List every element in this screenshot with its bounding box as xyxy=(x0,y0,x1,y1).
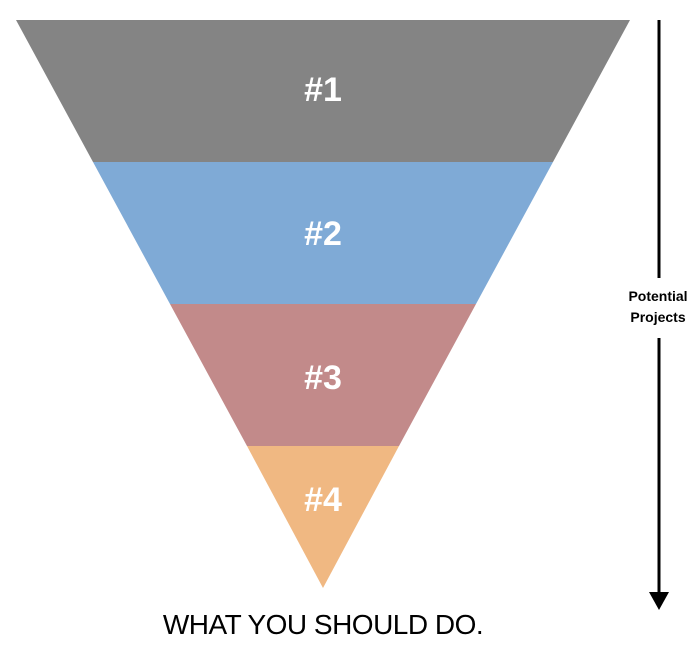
bottom-caption: WHAT YOU SHOULD DO. xyxy=(163,609,483,640)
funnel-tier-3-label: #3 xyxy=(304,359,342,397)
arrow-label-line-1: Potential xyxy=(628,288,687,304)
funnel-tier-2 xyxy=(93,162,553,304)
funnel-tier-2-label: #2 xyxy=(304,215,342,253)
funnel-tier-4-label: #4 xyxy=(304,481,342,519)
arrow-label-line-2: Projects xyxy=(630,309,685,325)
funnel-tier-1 xyxy=(16,20,630,162)
funnel-tier-4 xyxy=(247,446,399,588)
funnel-tier-3 xyxy=(170,304,476,446)
arrow-head-icon xyxy=(649,592,669,610)
funnel-tier-1-label: #1 xyxy=(304,71,342,109)
